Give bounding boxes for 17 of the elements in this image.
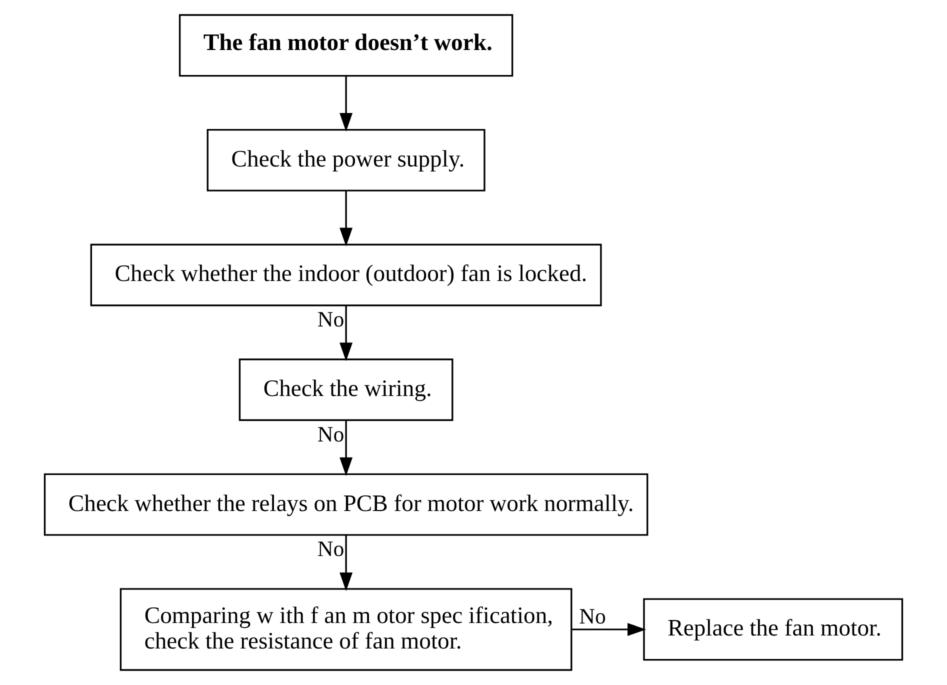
- arrow: [340, 420, 353, 476]
- node-box: Check whether the relays on PCB for motor work normally.: [44, 473, 648, 536]
- edge-label: No: [579, 603, 606, 628]
- node-box: Replace the fan motor.: [643, 598, 904, 661]
- edge-label: No: [317, 306, 344, 332]
- node-box: Check whether the indoor (outdoor) fan is locked.: [90, 244, 602, 306]
- node-box: The fan motor doesn’t work.: [178, 14, 514, 77]
- edge-label: No: [317, 536, 344, 561]
- node-box: Check the wiring.: [238, 358, 454, 421]
- arrow: [340, 191, 353, 246]
- arrow: [340, 535, 353, 592]
- arrow: [572, 622, 646, 636]
- node-box: Check the power supply.: [206, 128, 486, 192]
- edge-label: No: [317, 421, 344, 446]
- arrow: [340, 76, 353, 132]
- node-box: Comparing w ith f an m otor spec ification, check the resistance of fan motor.: [120, 588, 572, 671]
- arrow: [340, 306, 353, 362]
